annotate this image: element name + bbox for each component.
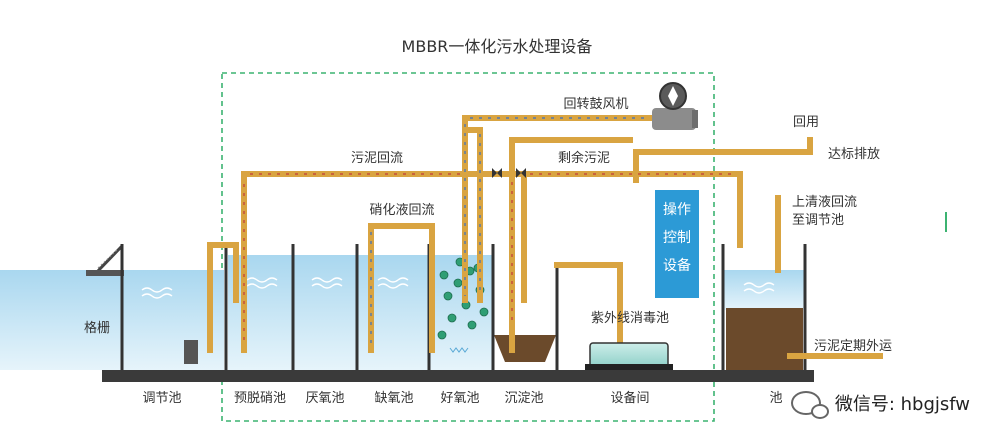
label-reuse: 回用 <box>793 115 819 130</box>
blower <box>652 82 698 130</box>
grille-screen <box>94 244 124 275</box>
pipe-lift <box>207 242 239 353</box>
watermark-text: 微信号: hbgjsfw <box>834 394 970 415</box>
label-supernatant-2: 至调节池 <box>792 213 844 228</box>
label-supernatant-1: 上清液回流 <box>792 195 857 210</box>
air-flow-markers <box>370 117 650 345</box>
tank-sedimentation: 沉淀池 <box>504 391 543 406</box>
tank-anoxic: 缺氧池 <box>374 391 413 406</box>
water-waves <box>141 277 775 299</box>
label-excess-sludge: 剩余污泥 <box>558 150 610 166</box>
uv-tank <box>589 342 669 368</box>
uv-tank-base <box>585 364 673 370</box>
pipe-sedimentation <box>509 137 633 353</box>
label-sludge-return: 污泥回流 <box>351 151 403 166</box>
water-predenitrification <box>228 255 492 370</box>
tank-predenitrification: 预脱硝池 <box>234 391 286 406</box>
label-sludge-out: 污泥定期外运 <box>814 339 892 354</box>
watermark: 微信号: hbgjsfw <box>790 390 970 419</box>
label-discharge: 达标排放 <box>828 147 880 162</box>
label-grille: 格栅 <box>84 320 110 336</box>
diagram-title: MBBR一体化污水处理设备 <box>402 37 593 56</box>
label-uv-tank: 紫外线消毒池 <box>591 311 669 326</box>
water-sludge-tank <box>724 270 804 310</box>
aeration-bubbles <box>449 347 469 353</box>
sludge-tank-contents <box>726 308 803 370</box>
wechat-icon <box>790 391 829 419</box>
lift-pump <box>184 340 198 364</box>
label-nitrate-return: 硝化液回流 <box>369 203 434 218</box>
tank-sludge: 池 <box>769 391 782 406</box>
control-label-1: 操作 <box>663 202 691 218</box>
tank-regulating: 调节池 <box>142 391 181 406</box>
pipe-uv-supply <box>554 262 623 348</box>
tank-aerobic: 好氧池 <box>440 391 479 406</box>
control-box <box>655 190 699 298</box>
sludge-sedimentation <box>494 335 556 362</box>
ground-floor <box>102 370 814 382</box>
grille-bars <box>97 248 119 269</box>
flow-markers <box>243 173 736 340</box>
tank-anaerobic: 厌氧池 <box>305 391 344 406</box>
control-label-3: 设备 <box>663 257 691 274</box>
tank-walls <box>224 244 807 370</box>
tank-equipment-room: 设备间 <box>610 390 649 406</box>
grille-platform <box>86 270 124 276</box>
label-blower: 回转鼓风机 <box>563 97 628 112</box>
pipe-discharge <box>633 137 813 183</box>
control-label-2: 控制 <box>663 230 691 246</box>
valves <box>492 168 526 178</box>
